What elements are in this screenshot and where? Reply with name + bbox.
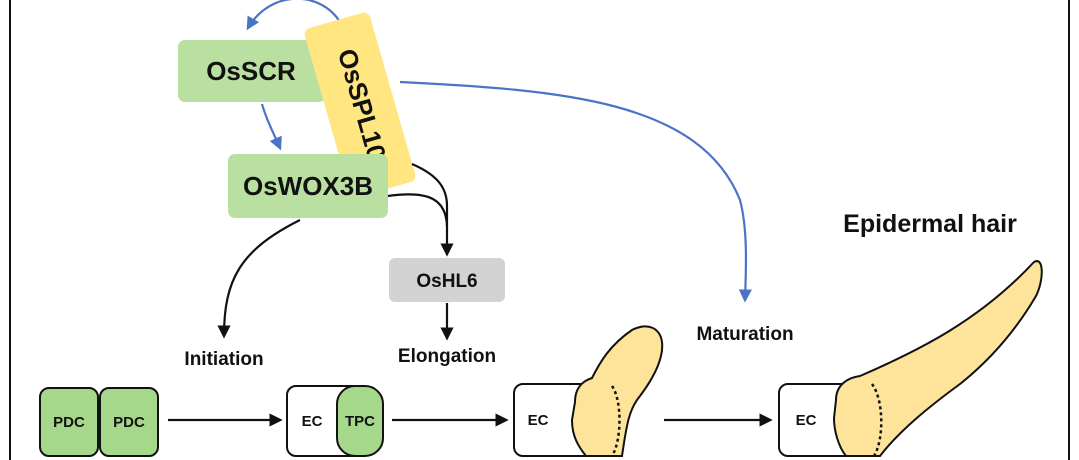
initiation-label: Initiation	[184, 349, 263, 370]
ec-cell-stage4-label: EC	[796, 412, 817, 429]
osscr-self-loop-arrow	[246, 0, 341, 31]
oswox3b-box	[228, 154, 388, 218]
osscr-box	[178, 40, 326, 102]
stage3-dotted-boundary	[610, 385, 621, 457]
osspl10-to-oshl6-branch	[411, 162, 449, 207]
epidermal-hair-title: Epidermal hair	[843, 210, 1017, 238]
mature-epidermal-hair	[832, 260, 1043, 457]
oswox3b-to-initiation-arrow	[217, 219, 301, 339]
pdc-cell-1	[39, 387, 99, 457]
maturation-label: Maturation	[696, 324, 793, 345]
tpc-cell-label: TPC	[345, 413, 375, 430]
oshl6-label: OsHL6	[416, 271, 477, 292]
pdc-cell-1-label: PDC	[53, 414, 85, 431]
tpc-cell	[336, 385, 384, 457]
stage4-dotted-boundary	[870, 383, 883, 457]
elongating-hair-cell	[570, 325, 664, 457]
oshl6-box	[389, 258, 505, 302]
osscr-to-oswox3b-arrow	[260, 103, 282, 151]
pdc-cell-2-label: PDC	[113, 414, 145, 431]
ec-cell-stage2-label: EC	[302, 413, 323, 430]
osscr-label: OsSCR	[206, 56, 296, 86]
osspl10-box	[304, 12, 416, 198]
ec-cell-stage3-label: EC	[528, 412, 549, 429]
pdc-cell-2	[99, 387, 159, 457]
oswox3b-label: OsWOX3B	[243, 171, 373, 201]
osspl10-to-maturation-arrow	[399, 80, 752, 303]
elongation-label: Elongation	[398, 346, 496, 367]
